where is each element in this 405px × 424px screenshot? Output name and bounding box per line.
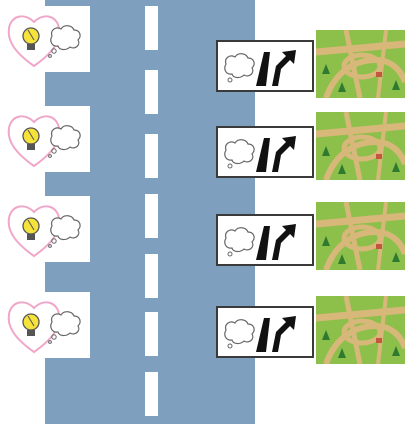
thought-bubble-icon (225, 140, 254, 168)
road-fork-arrow-icon (256, 316, 296, 352)
direction-sign (216, 214, 314, 266)
highway-interchange-illustration (316, 296, 405, 364)
thought-bubble-icon (49, 216, 80, 248)
lane-marking (145, 372, 158, 416)
highway-interchange-illustration (316, 112, 405, 180)
idea-heart-card (4, 106, 90, 172)
thought-bubble-icon (225, 54, 254, 82)
lightbulb-icon (23, 314, 39, 336)
road-fork-arrow-icon (256, 136, 296, 172)
lane-marking (145, 254, 158, 298)
lightbulb-icon (23, 218, 39, 240)
thought-bubble-icon (225, 228, 254, 256)
lightbulb-icon (23, 128, 39, 150)
idea-heart-card (4, 196, 90, 262)
direction-sign (216, 126, 314, 178)
direction-sign (216, 40, 314, 92)
highway-interchange-illustration (316, 30, 405, 98)
road-fork-arrow-icon (256, 224, 296, 260)
lane-marking (145, 194, 158, 238)
lane-marking (145, 134, 158, 178)
idea-heart-card (4, 292, 90, 358)
direction-sign (216, 306, 314, 358)
thought-bubble-icon (49, 26, 80, 58)
idea-heart-card (4, 6, 90, 72)
lightbulb-icon (23, 28, 39, 50)
thought-bubble-icon (49, 312, 80, 344)
highway-interchange-illustration (316, 202, 405, 270)
thought-bubble-icon (49, 126, 80, 158)
lane-marking (145, 6, 158, 50)
road-fork-arrow-icon (256, 50, 296, 86)
thought-bubble-icon (225, 320, 254, 348)
lane-marking (145, 70, 158, 114)
lane-marking (145, 312, 158, 356)
